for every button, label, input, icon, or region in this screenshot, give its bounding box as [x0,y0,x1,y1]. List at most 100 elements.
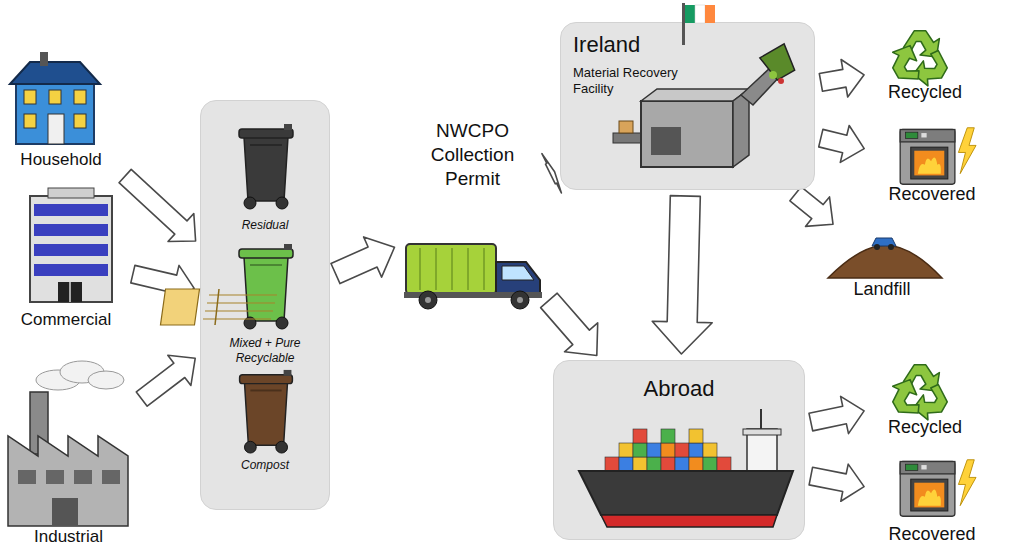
node-label: Residual [210,218,320,233]
factory-icon [8,436,128,526]
irish-flag [682,3,685,45]
cardboard-bundle [215,289,219,325]
outcome-icon: Recovered [870,455,994,545]
flow-arrow [131,265,194,302]
container-ship [703,457,717,471]
outcome-icon: Landfill [822,228,942,300]
garbage-truck [420,248,484,290]
wheelie-bins [239,124,293,209]
sorting-machine [619,121,633,133]
container-ship [703,443,717,457]
sorting-machine [651,127,681,155]
flow-arrow [542,154,562,193]
container-ship [579,409,793,527]
house-icon [16,82,94,144]
node-label: Industrial [34,526,103,547]
recycle-icon [886,31,953,90]
cardboard-bundle [203,295,277,319]
container-ship [689,429,703,443]
container-ship [747,429,777,471]
flow-arrow [819,126,865,163]
source-icon: Industrial [0,362,137,548]
office-icon [30,188,112,302]
container-ship [633,457,647,471]
container-ship [689,443,703,457]
bins-panel: ResidualMixed + Pure RecyclableCompost [200,100,330,510]
node-label: Ireland [573,31,640,59]
garbage-truck [425,297,431,303]
garbage-truck [517,297,523,303]
garbage-truck [511,291,529,309]
factory-icon [102,470,120,484]
container-ship [661,443,675,457]
factory-icon [18,470,36,484]
garbage-truck [419,291,437,309]
node-label: Material Recovery Facility [573,65,708,98]
sorting-machine [733,89,749,167]
house-icon [74,114,86,128]
outcome-icon: Recycled [870,25,980,103]
factory-icon [88,371,124,389]
flow-arrow [809,396,864,433]
abroad-panel: Abroad [553,360,805,540]
outcome-icon: Recovered [870,125,994,205]
house-icon [74,90,86,104]
flow-arrow [541,293,598,355]
node-label: Landfill [853,278,910,301]
factory-icon [30,392,48,454]
landfill-mound [874,244,880,250]
flow-arrow [331,237,395,284]
flow-arrow [136,355,195,406]
wheelie-bins [240,370,293,453]
container-ship [661,457,675,471]
landfill-mound [828,238,942,278]
node-label: Recycled [888,416,962,439]
flow-arrow [652,196,712,354]
sorting-machine [778,78,784,84]
house-icon [49,90,61,104]
flow-arrow [809,464,864,501]
container-ship [633,443,647,457]
container-ship [579,471,793,515]
container-ship [743,429,781,435]
flow-arrow [819,60,864,98]
factory-icon [74,470,92,484]
incinerator-icon [900,460,976,516]
house-icon [24,90,36,104]
node-label: Mixed + Pure Recyclable [215,336,315,366]
node-label: Commercial [21,309,112,330]
office-icon [69,282,71,302]
garbage-truck [404,292,542,298]
house-icon [48,114,64,144]
office-icon [30,196,112,302]
sorting-machine [769,71,777,79]
source-icon: Household [0,62,122,172]
sorting-machine [613,44,798,167]
sorting-machine [641,101,733,167]
office-icon [48,188,94,198]
source-icon: Commercial [5,185,127,332]
node-label: Abroad [644,375,715,403]
garbage-truck [404,244,542,309]
sorting-machine [760,44,798,82]
factory-icon [46,470,64,484]
container-ship [647,443,661,457]
office-icon [34,264,108,276]
flow-arrow [790,187,833,227]
container-ship [689,457,703,471]
flow-arrow [119,169,196,241]
office-icon [34,244,108,256]
cardboard-bundle [160,289,199,325]
outcome-icon: Recycled [870,358,980,438]
